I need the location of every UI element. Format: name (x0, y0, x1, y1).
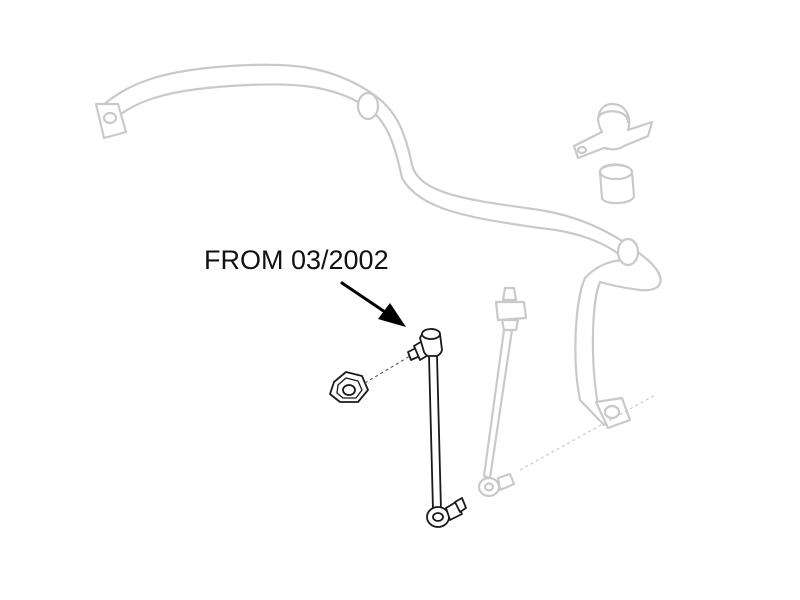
bar-clamp (572, 102, 654, 160)
hex-nut (329, 371, 369, 403)
ghost-drop-link (477, 286, 528, 498)
anti-roll-bar (94, 63, 662, 471)
stabiliser-link (407, 328, 467, 528)
callout-label: FROM 03/2002 (204, 245, 389, 275)
callout-arrow (340, 281, 406, 327)
assembly-line (364, 355, 411, 384)
bar-bush (598, 163, 636, 205)
